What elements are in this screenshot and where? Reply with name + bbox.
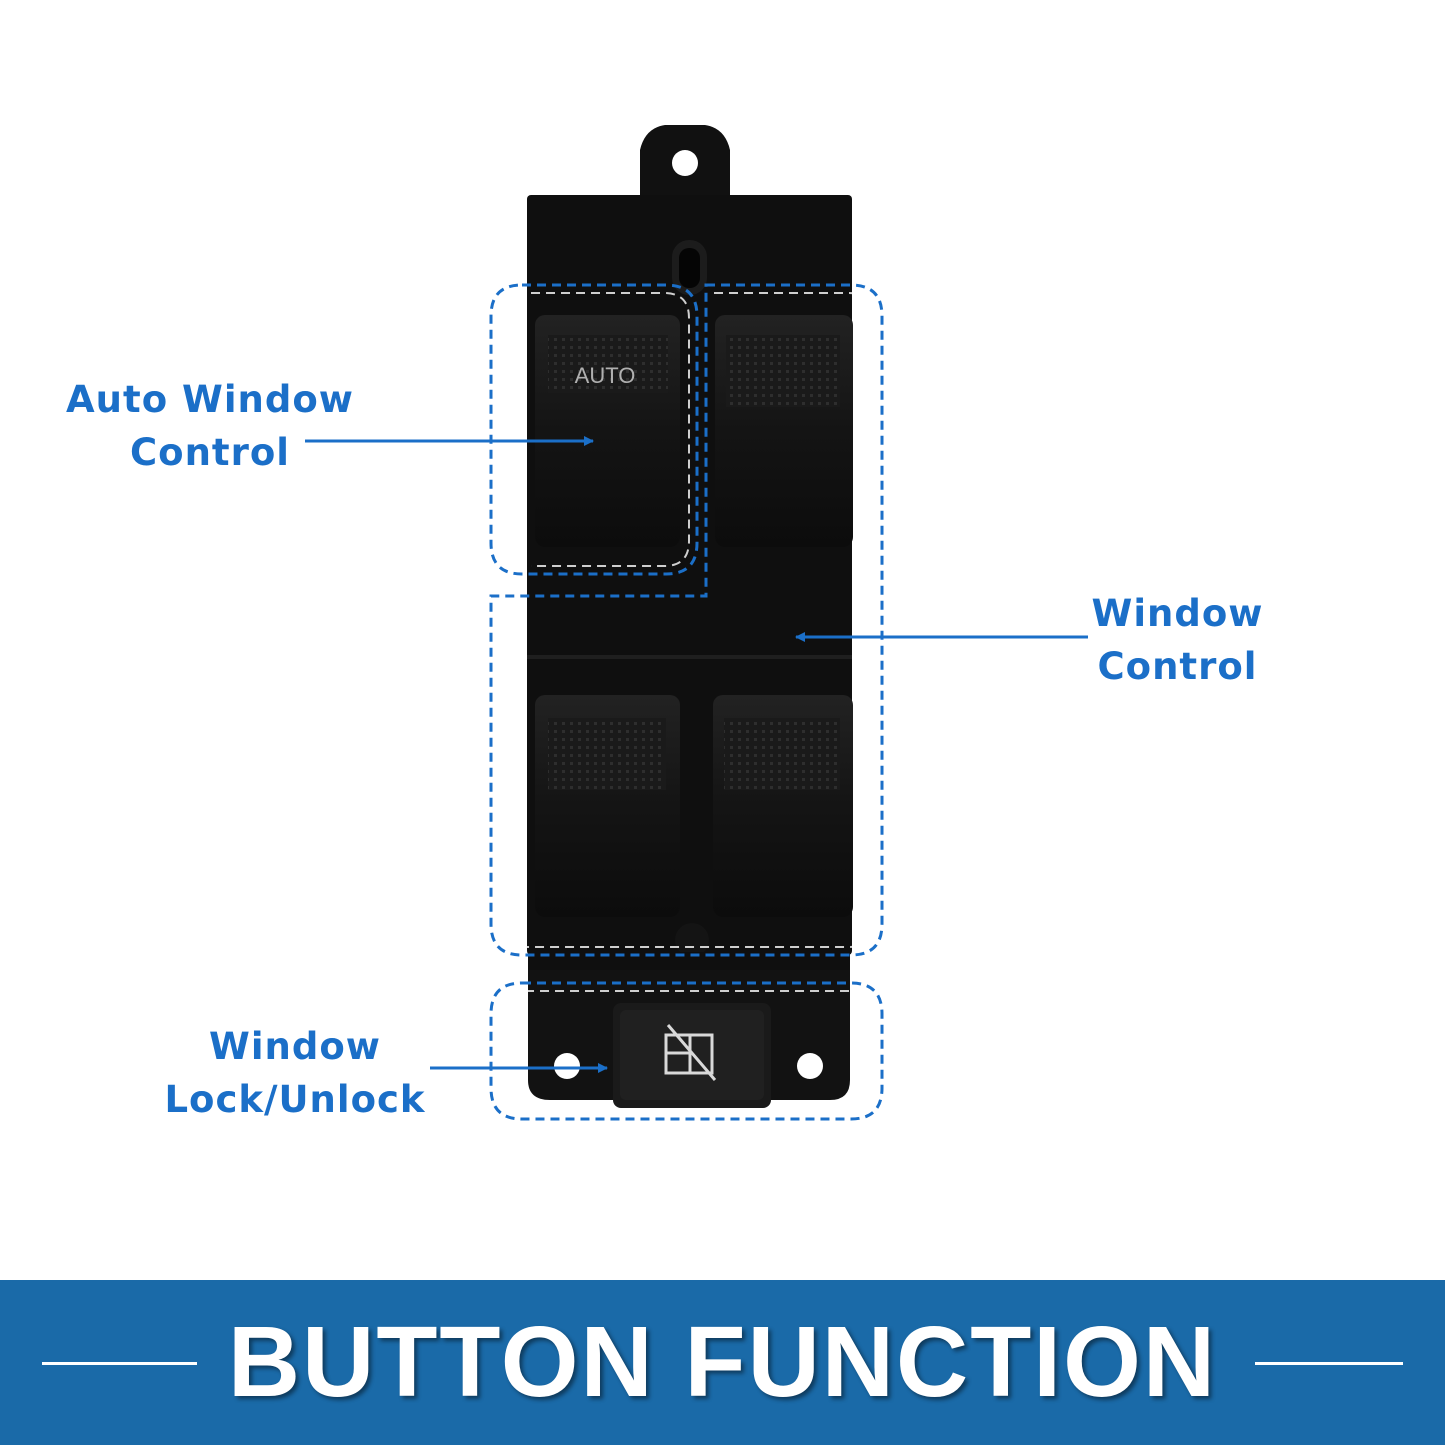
switch-diagram: AUTO [305,125,1088,1121]
auto-window-label-line1: Auto Window [66,378,354,421]
window-lock-label-line2: Lock/Unlock [164,1078,426,1121]
window-control-label-line2: Control [1097,645,1258,688]
auto-text: AUTO [575,363,636,388]
window-control-label: Window Control [1060,587,1295,693]
auto-window-control-label: Auto Window Control [55,373,365,479]
auto-window-label-line2: Control [130,431,290,474]
window-lock-icon [664,1024,717,1081]
banner-rule-left [42,1362,197,1365]
title-banner: BUTTON FUNCTION [0,1280,1445,1445]
window-control-label-line1: Window [1091,592,1264,635]
window-lock-label-line1: Window [209,1025,381,1068]
banner-rule-right [1255,1362,1403,1365]
auto-window-button[interactable]: AUTO [535,315,680,547]
mounting-tab [640,125,730,200]
pivot-knob [675,923,709,957]
window-button-front-passenger[interactable] [715,315,853,547]
auto-window-outline [489,283,699,576]
window-lock-label: Window Lock/Unlock [150,1020,440,1126]
window-lock-outline [489,981,884,1121]
window-control-outline [489,283,884,957]
window-lock-button[interactable] [613,1003,771,1108]
banner-title: BUTTON FUNCTION [227,1306,1218,1418]
window-button-rear-right[interactable] [713,695,853,917]
window-button-rear-left[interactable] [535,695,680,917]
